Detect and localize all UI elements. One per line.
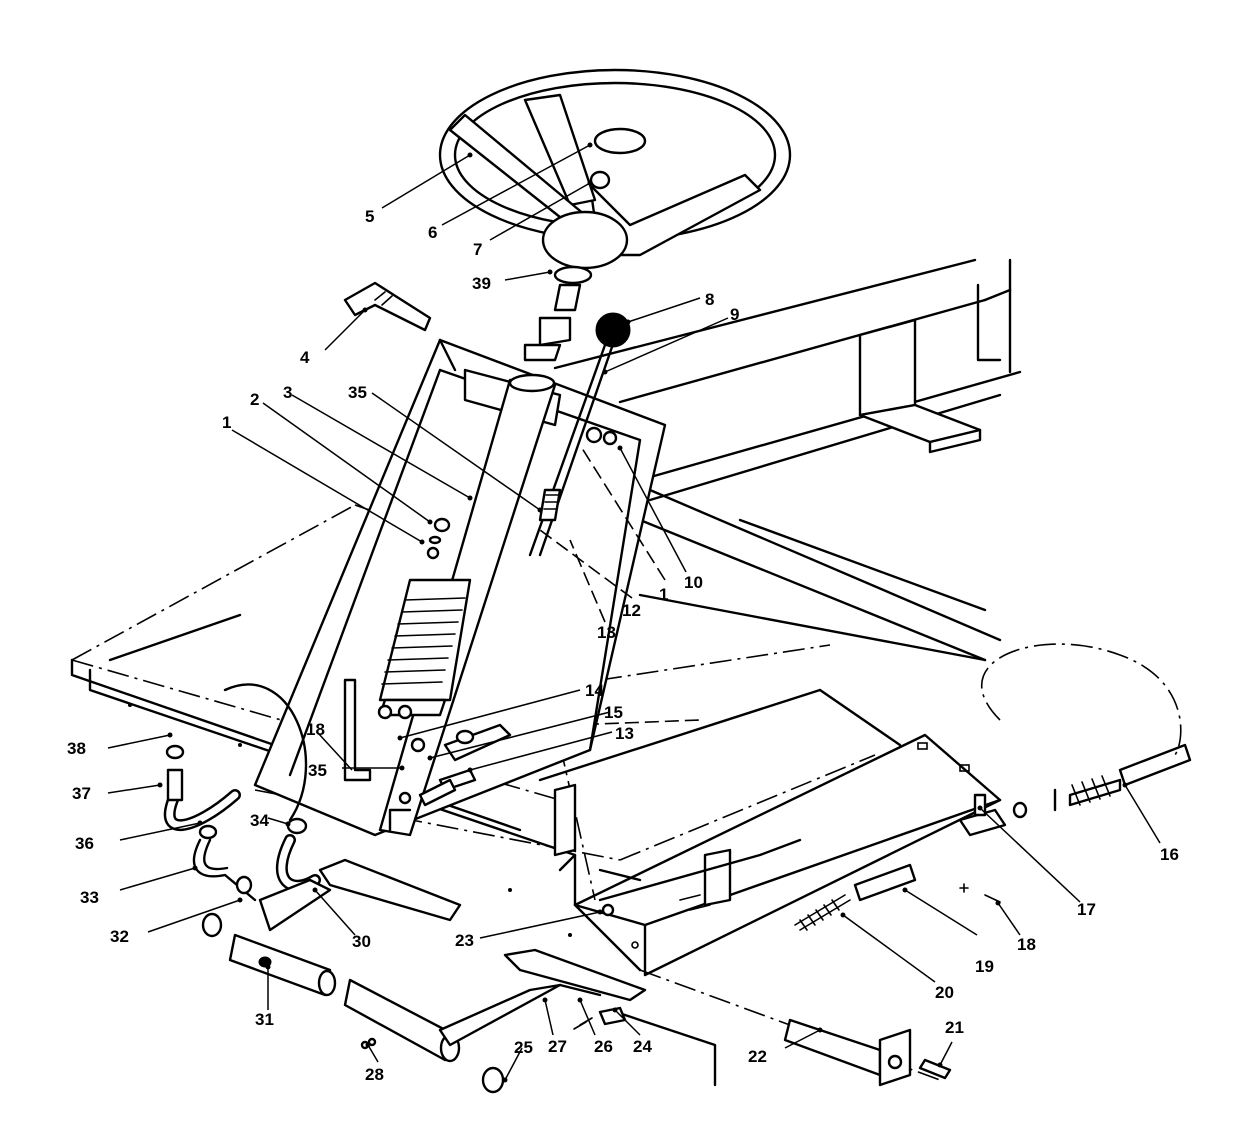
mount-brackets bbox=[398, 723, 577, 857]
callout-27: 27 bbox=[548, 1037, 567, 1056]
callout-1b: 1 bbox=[659, 585, 668, 604]
adjust-lever bbox=[343, 281, 432, 332]
callout-16: 16 bbox=[1160, 845, 1179, 864]
callout-13: 13 bbox=[597, 623, 616, 642]
callout-34: 34 bbox=[250, 811, 269, 830]
chassis-frame bbox=[553, 258, 1022, 662]
callout-17: 17 bbox=[1077, 900, 1096, 919]
callout-3: 3 bbox=[283, 383, 292, 402]
callout-18b: 18 bbox=[1017, 935, 1036, 954]
leader-lines bbox=[107, 142, 1161, 1083]
callout-13b: 13 bbox=[615, 724, 634, 743]
callout-39: 39 bbox=[472, 274, 491, 293]
callout-21: 21 bbox=[945, 1018, 964, 1037]
callout-30: 30 bbox=[352, 932, 371, 951]
callout-35: 35 bbox=[348, 383, 367, 402]
callout-38: 38 bbox=[67, 739, 86, 758]
callout-35b: 35 bbox=[308, 761, 327, 780]
steering-wheel bbox=[438, 68, 792, 362]
callout-5: 5 bbox=[365, 207, 374, 226]
callout-1: 1 bbox=[222, 413, 231, 432]
callout-24: 24 bbox=[633, 1037, 652, 1056]
callout-32: 32 bbox=[110, 927, 129, 946]
pedal-assembly bbox=[201, 858, 717, 1094]
callout-8: 8 bbox=[705, 290, 714, 309]
callout-31: 31 bbox=[255, 1010, 274, 1029]
callout-33: 33 bbox=[80, 888, 99, 907]
callout-20: 20 bbox=[935, 983, 954, 1002]
callout-7: 7 bbox=[473, 240, 482, 259]
callout-9: 9 bbox=[730, 305, 739, 324]
callout-19: 19 bbox=[975, 957, 994, 976]
callout-12: 12 bbox=[622, 601, 641, 620]
callout-22: 22 bbox=[748, 1047, 767, 1066]
callout-18: 18 bbox=[306, 720, 325, 739]
callout-36: 36 bbox=[75, 834, 94, 853]
callout-28: 28 bbox=[365, 1065, 384, 1084]
callout-26: 26 bbox=[594, 1037, 613, 1056]
callout-23: 23 bbox=[455, 931, 474, 950]
column-hardware bbox=[426, 517, 451, 560]
callout-labels: 1 2 3 4 5 6 7 39 8 9 35 10 12 1 13 14 15… bbox=[67, 207, 1179, 1084]
callout-15: 15 bbox=[604, 703, 623, 722]
callout-4: 4 bbox=[300, 348, 310, 367]
callout-6: 6 bbox=[428, 223, 437, 242]
callout-2: 2 bbox=[250, 390, 259, 409]
brake-linkage bbox=[598, 643, 1192, 1087]
callout-10: 10 bbox=[684, 573, 703, 592]
callout-37: 37 bbox=[72, 784, 91, 803]
callout-14: 14 bbox=[585, 681, 604, 700]
callout-25: 25 bbox=[514, 1038, 533, 1057]
throttle-rod bbox=[528, 312, 631, 557]
